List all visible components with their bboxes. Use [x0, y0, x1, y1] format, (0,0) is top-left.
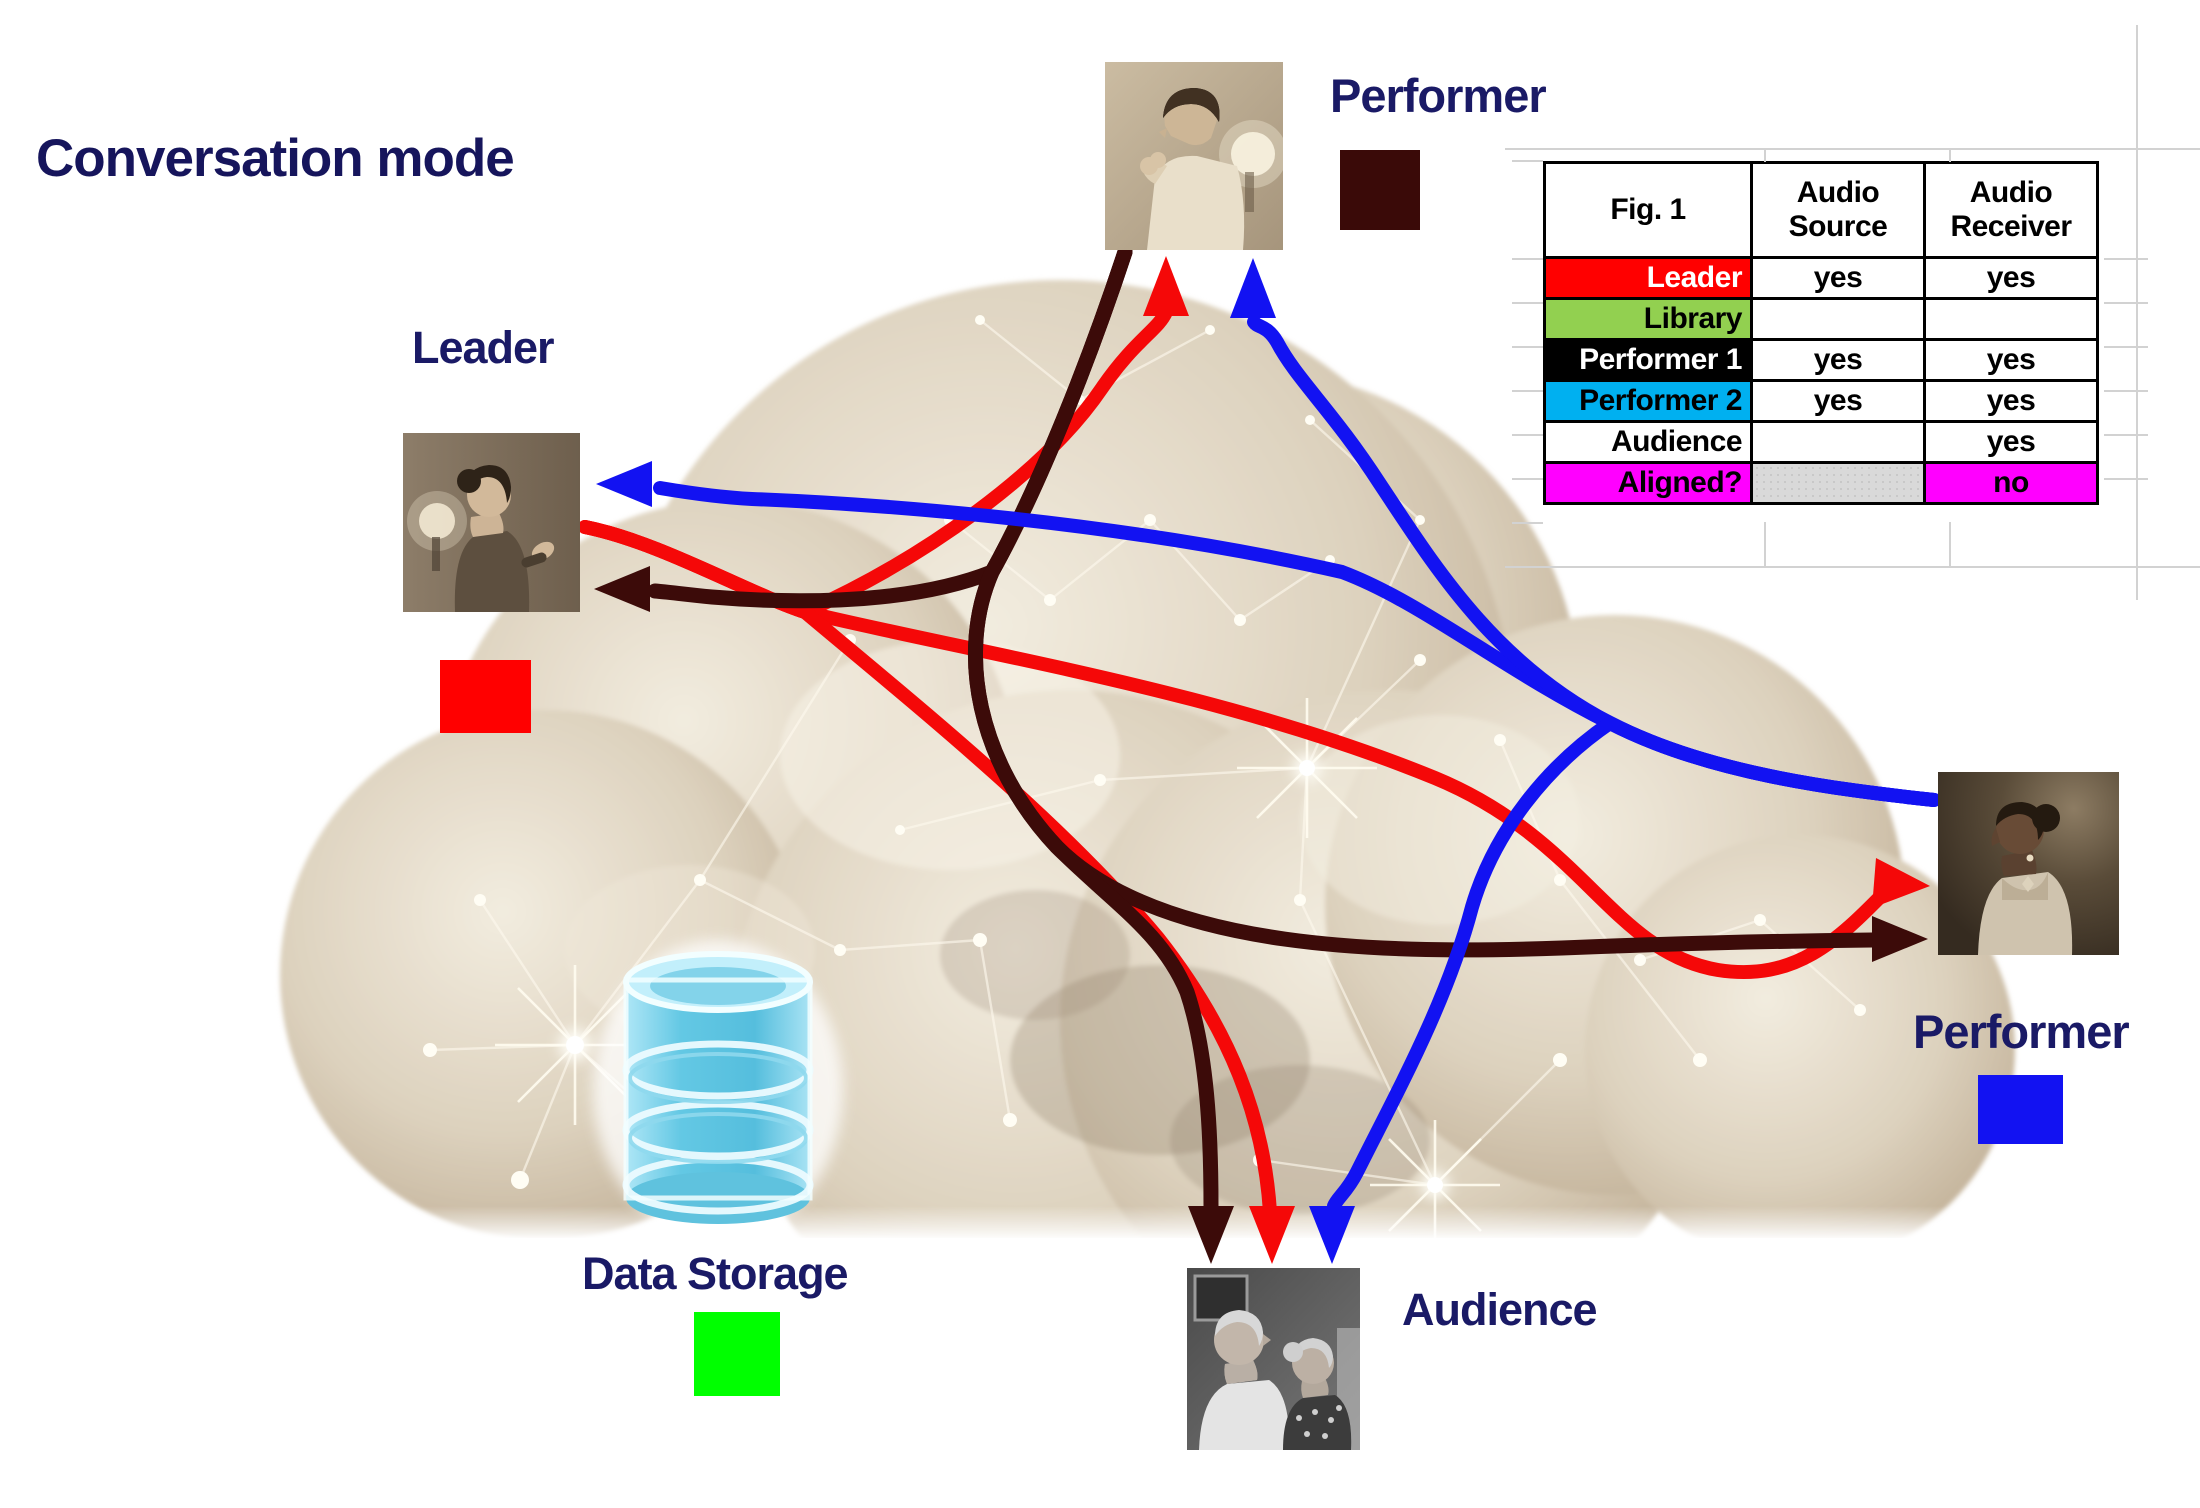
arrowhead-red-down [1249, 1206, 1295, 1264]
performer2-audio-arrows [653, 315, 1941, 1213]
performer2-photo [1938, 772, 2119, 955]
table-row-aligned: Aligned? no [1543, 461, 2099, 505]
performer2-color-chip [1978, 1075, 2063, 1144]
fig1-col-audio-receiver: Audio Receiver [1923, 161, 2099, 259]
data-storage-label: Data Storage [582, 1248, 849, 1299]
audience-photo [1187, 1268, 1360, 1450]
arrowhead-blue-down [1309, 1206, 1355, 1264]
table-row-performer2: Performer 2 yes yes [1543, 379, 2099, 423]
table-row-leader: Leader yes yes [1543, 256, 2099, 300]
fig1-col-audio-source: Audio Source [1750, 161, 1926, 259]
leader-label: Leader [412, 322, 555, 373]
arrowhead-maroon-down [1188, 1206, 1234, 1264]
performer1-audio-arrows [647, 244, 1880, 1214]
arrow-performer1-to-audience [968, 244, 1219, 1214]
performer1-photo [1105, 62, 1283, 250]
performer1-color-chip [1340, 150, 1420, 230]
arrowheads [594, 256, 1930, 1264]
table-row-performer1: Performer 1 yes yes [1543, 338, 2099, 382]
network-nodes [423, 315, 1866, 1189]
fig1-header-row: Fig. 1 Audio Source Audio Receiver [1543, 161, 2099, 259]
arrowhead-red-right [1872, 858, 1930, 908]
table-row-library: Library [1543, 297, 2099, 341]
fig1-corner-cell: Fig. 1 [1543, 161, 1753, 259]
table-row-audience: Audience yes [1543, 420, 2099, 464]
arrowhead-red-up [1143, 256, 1189, 316]
arrowhead-blue-left [596, 461, 652, 507]
audience-label: Audience [1402, 1284, 1598, 1335]
fig1-table: Fig. 1 Audio Source Audio Receiver Leade… [1543, 161, 2099, 505]
performer2-label: Performer [1913, 1005, 2130, 1058]
arrowhead-maroon-left [594, 566, 650, 612]
data-storage-color-chip [694, 1312, 780, 1396]
arrow-performer2-to-audience [1327, 714, 1941, 1213]
database-icon [593, 940, 843, 1240]
leader-color-chip [440, 660, 531, 733]
leader-photo [403, 433, 580, 612]
arrowhead-blue-up [1230, 258, 1276, 318]
arrowhead-maroon-right [1872, 916, 1928, 962]
page-title: Conversation mode [36, 129, 515, 188]
performer1-label: Performer [1330, 69, 1547, 122]
